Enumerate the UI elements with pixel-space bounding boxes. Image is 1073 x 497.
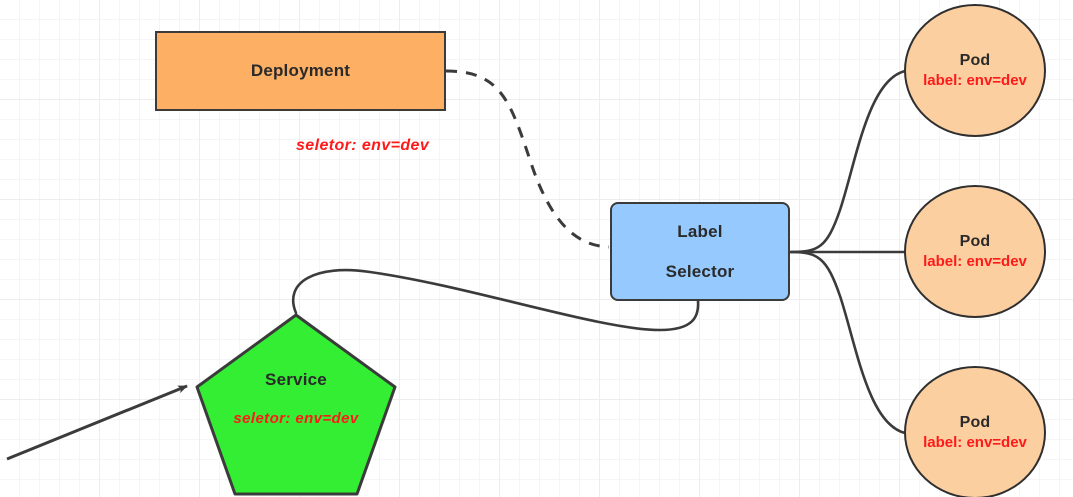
edge-service-to-label-selector	[291, 268, 700, 332]
node-label-selector[interactable]: Label Selector	[610, 202, 790, 301]
edge-label-selector-to-pod-3	[789, 250, 907, 435]
node-deployment[interactable]: Deployment	[155, 31, 446, 111]
pod-3-label: Pod	[959, 414, 991, 431]
pod-2-selector: label: env=dev	[923, 253, 1027, 270]
service-selector: seletor: env=dev	[233, 410, 359, 427]
deployment-label: Deployment	[250, 61, 351, 80]
node-pod-2[interactable]: Pod label: env=dev	[904, 185, 1046, 318]
pod-2-label: Pod	[959, 233, 991, 250]
label-selector-line1: Label	[677, 221, 723, 241]
edge-external-to-service	[6, 384, 188, 461]
node-pod-1[interactable]: Pod label: env=dev	[904, 4, 1046, 137]
node-service[interactable]: Service seletor: env=dev	[194, 312, 398, 497]
edge-label-selector-to-pod-1	[789, 69, 907, 254]
node-pod-3[interactable]: Pod label: env=dev	[904, 366, 1046, 497]
service-label: Service	[265, 370, 327, 389]
pod-3-selector: label: env=dev	[923, 434, 1027, 451]
label-selector-line2: Selector	[665, 261, 735, 281]
pod-1-selector: label: env=dev	[923, 72, 1027, 89]
pod-1-label: Pod	[959, 52, 991, 69]
edge-deployment-to-label-selector	[445, 69, 610, 249]
pentagon-shape	[195, 313, 397, 496]
deployment-selector-annotation: seletor: env=dev	[296, 137, 430, 154]
